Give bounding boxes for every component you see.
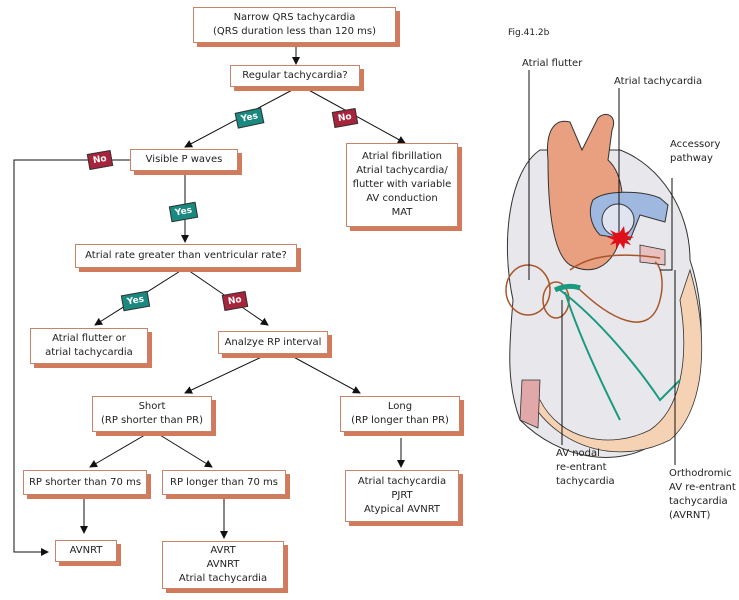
arrow-long-70 bbox=[154, 431, 213, 468]
label-line: Orthodromic bbox=[669, 468, 732, 479]
result-line: Atrial flutter or bbox=[52, 333, 126, 344]
long-rp-title: Long bbox=[387, 401, 413, 412]
result-line: Atrial tachycardia bbox=[357, 476, 447, 487]
label-line: tachycardia bbox=[669, 496, 728, 507]
start-subtitle: (QRS duration less than 120 ms) bbox=[212, 26, 377, 37]
result-line: Atypical AVNRT bbox=[363, 504, 441, 515]
avrt-result-box: AVRT AVNRT Atrial tachycardia bbox=[162, 541, 284, 589]
flutter-circuit bbox=[505, 264, 551, 316]
analyze-rp-label: Analzye RP interval bbox=[224, 336, 322, 348]
result-line: flutter with variable bbox=[352, 179, 452, 190]
rp-shorter-70-box: RP shorter than 70 ms bbox=[23, 470, 147, 495]
result-line: AVNRT bbox=[206, 559, 240, 570]
atrial-flutter-result-box: Atrial flutter or atrial tachycardia bbox=[30, 328, 148, 364]
rp-shorter-70-label: RP shorter than 70 ms bbox=[28, 476, 142, 488]
arrow-pwaves-no bbox=[13, 159, 130, 556]
avnrt-result-box: AVNRT bbox=[55, 540, 117, 562]
regular-tachycardia-box: Regular tachycardia? bbox=[230, 65, 360, 87]
figure-leader-lines bbox=[528, 70, 676, 465]
arrow-rp-short bbox=[184, 353, 269, 394]
label-accessory-pathway: Accessory pathway bbox=[670, 138, 720, 166]
analyze-rp-box: Analzye RP interval bbox=[218, 331, 328, 354]
label-orthodromic: Orthodromic AV re-entrant tachycardia (A… bbox=[669, 467, 736, 523]
long-rp-box: Long (RP longer than PR) bbox=[340, 396, 460, 432]
result-line: atrial tachycardia bbox=[45, 347, 133, 358]
short-rp-box: Short (RP shorter than PR) bbox=[92, 396, 212, 432]
figure-caption: Fig.41.2b bbox=[508, 28, 550, 38]
result-line: PJRT bbox=[391, 490, 413, 501]
start-title: Narrow QRS tachycardia bbox=[233, 12, 356, 23]
long-result-box: Atrial tachycardia PJRT Atypical AVNRT bbox=[345, 470, 459, 522]
result-line: Atrial tachycardia bbox=[178, 573, 268, 584]
long-rp-subtitle: (RP longer than PR) bbox=[351, 415, 449, 426]
label-line: re-entrant bbox=[556, 462, 607, 473]
rp-longer-70-label: RP longer than 70 ms bbox=[170, 476, 278, 488]
ectopic-focus-icon bbox=[607, 226, 634, 249]
heart-illustration bbox=[505, 114, 703, 458]
start-box: Narrow QRS tachycardia (QRS duration les… bbox=[193, 7, 396, 43]
visible-p-waves-box: Visible P waves bbox=[130, 149, 238, 171]
atrial-rate-box: Atrial rate greater than ventricular rat… bbox=[75, 244, 297, 268]
irregular-result-box: Atrial fibrillation Atrial tachycardia/ … bbox=[346, 143, 458, 227]
question-atrial-rate: Atrial rate greater than ventricular rat… bbox=[85, 250, 287, 261]
result-line: MAT bbox=[391, 207, 413, 218]
label-line: pathway bbox=[670, 153, 713, 164]
short-rp-title: Short bbox=[138, 401, 166, 412]
label-line: (AVRNT) bbox=[669, 510, 711, 521]
label-line: Accessory bbox=[670, 139, 721, 150]
arrow-rp-long bbox=[287, 353, 361, 394]
result-line: AVNRT bbox=[69, 545, 103, 556]
result-line: Atrial fibrillation bbox=[362, 151, 442, 162]
label-line: tachycardia bbox=[556, 476, 615, 487]
question-regular: Regular tachycardia? bbox=[242, 70, 348, 81]
short-rp-subtitle: (RP shorter than PR) bbox=[101, 415, 203, 426]
result-line: AVRT bbox=[210, 545, 236, 556]
label-atrial-flutter: Atrial flutter bbox=[522, 58, 583, 69]
label-line: AV re-entrant bbox=[669, 482, 736, 493]
label-atrial-tachycardia: Atrial tachycardia bbox=[614, 76, 703, 87]
label-line: AV nodal bbox=[556, 448, 600, 459]
result-line: Atrial tachycardia/ bbox=[356, 165, 448, 176]
question-pwaves: Visible P waves bbox=[145, 154, 223, 165]
arrow-short-70 bbox=[89, 431, 151, 468]
result-line: AV conduction bbox=[366, 193, 438, 204]
label-av-nodal: AV nodal re-entrant tachycardia bbox=[556, 447, 615, 489]
rp-longer-70-box: RP longer than 70 ms bbox=[162, 470, 286, 495]
